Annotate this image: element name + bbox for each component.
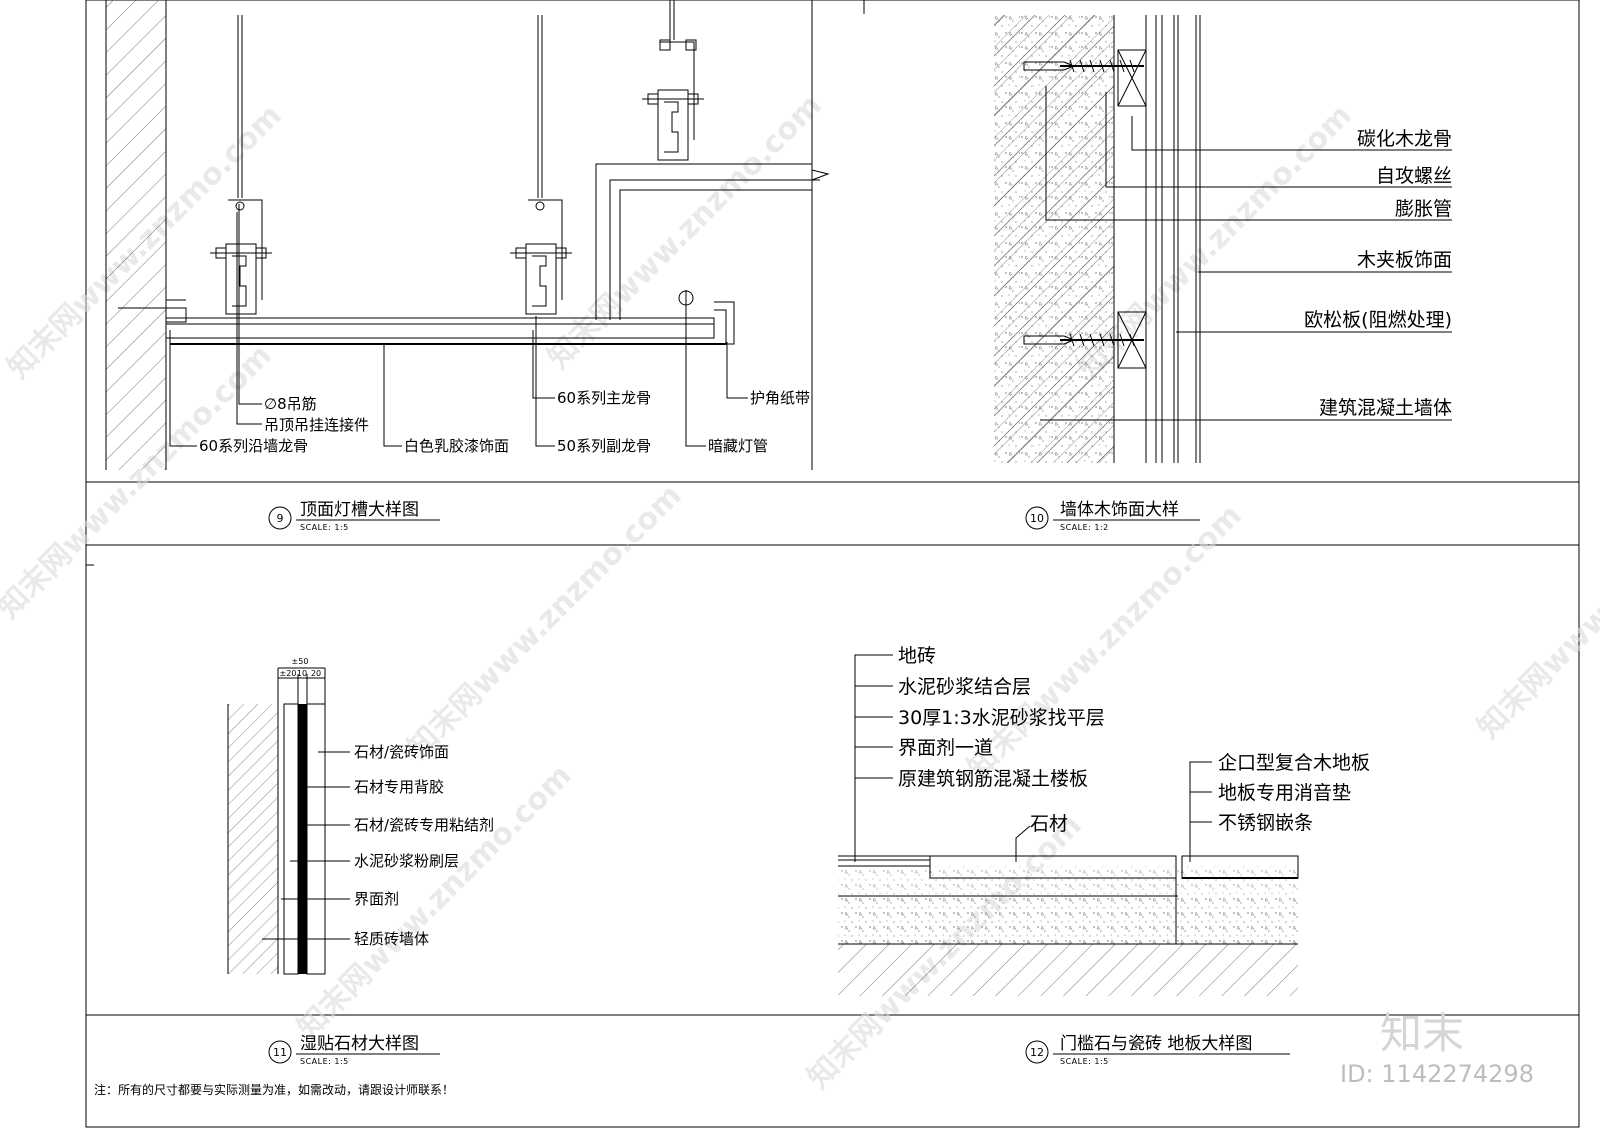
watermark-text: 知末网www.znzmo.com: [541, 88, 829, 376]
panel-10-leaders: [1040, 86, 1452, 421]
panel-9-leaders: [169, 204, 748, 447]
label-bond-layer: 水泥砂浆结合层: [898, 676, 1031, 698]
screw-top: [1023, 59, 1144, 73]
panel-number-circle: [1025, 1040, 1049, 1064]
panel-title: 门槛石与瓷砖 地板大样图: [1060, 1034, 1252, 1054]
panel-number-circle: [268, 506, 292, 530]
panel-scale: SCALE: 1:5: [300, 1057, 349, 1066]
panel-number: 12: [1030, 1046, 1044, 1059]
label-osb: 欧松板(阻燃处理): [1304, 309, 1452, 331]
panel-title: 湿贴石材大样图: [300, 1034, 419, 1054]
label-hanger: 吊顶吊挂连接件: [264, 416, 369, 434]
label-screed: 30厚1:3水泥砂浆找平层: [898, 707, 1105, 729]
panel-scale: SCALE: 1:5: [300, 523, 349, 532]
watermark-text: 知末网www.znzmo.com: [291, 758, 579, 1046]
brand-watermark: 知末: [1380, 1009, 1464, 1058]
label-back-glue: 石材专用背胶: [354, 778, 444, 796]
panel-number-circle: [1025, 506, 1049, 530]
panel-title: 墙体木饰面大样: [1060, 500, 1179, 520]
dim-c: 20: [311, 669, 321, 678]
panel-number: 9: [277, 512, 284, 525]
dim-b: 10: [297, 669, 307, 678]
panel-number: 11: [273, 1046, 287, 1059]
panel-12-drawing: [838, 855, 1299, 996]
label-stone: 石材: [1030, 813, 1068, 835]
panel-scale: SCALE: 1:5: [1060, 1057, 1109, 1066]
concrete-slab: [838, 944, 1298, 996]
label-wood-keel: 碳化木龙骨: [1357, 128, 1452, 150]
label-bond-agent: 石材/瓷砖专用粘结剂: [354, 816, 494, 834]
footer-note: 注：所有的尺寸都要与实际测量为准，如需改动，请跟设计师联系！: [94, 1082, 454, 1097]
label-wall-keel: 60系列沿墙龙骨: [199, 437, 308, 455]
label-wood-floor: 企口型复合木地板: [1218, 752, 1370, 774]
screw-bottom: [1023, 333, 1144, 347]
panel-10-drawing: [994, 15, 1201, 463]
label-floor-tile: 地砖: [898, 645, 936, 667]
label-slab: 原建筑钢筋混凝土楼板: [898, 768, 1088, 790]
panel-9-labels: ∅8吊筋 吊顶吊挂连接件 60系列沿墙龙骨 白色乳胶漆饰面 60系列主龙骨 50…: [199, 389, 810, 455]
watermark-text: 知末网www.znzmo.com: [961, 498, 1249, 786]
panel-12-leaders: [854, 654, 1212, 862]
panel-10-labels: 碳化木龙骨 自攻螺丝 膨胀管 木夹板饰面 欧松板(阻燃处理) 建筑混凝土墙体: [1304, 128, 1452, 419]
label-interface: 界面剂: [354, 890, 399, 908]
label-sub-keel: 50系列副龙骨: [557, 437, 651, 455]
dim-total: ±50: [292, 657, 309, 666]
watermark-text: 知末网www.znzmo.com: [1471, 458, 1600, 746]
label-concrete: 建筑混凝土墙体: [1319, 397, 1452, 419]
label-veneer: 木夹板饰面: [1357, 249, 1452, 271]
label-screw: 自攻螺丝: [1376, 165, 1452, 187]
label-tape: 护角纸带: [750, 389, 810, 407]
panel-scale: SCALE: 1:2: [1060, 523, 1109, 532]
hanger-mid: [510, 199, 572, 315]
wall-hatch: [106, 0, 166, 470]
id-watermark: ID: 1142274298: [1340, 1060, 1534, 1088]
panel-11-leaders: [262, 751, 350, 940]
panel-9-drawing: [105, 0, 830, 470]
label-stone-face: 石材/瓷砖饰面: [354, 743, 449, 761]
label-steel-strip: 不锈钢嵌条: [1218, 812, 1313, 834]
panel-11-drawing: ±50 ±20 10 20: [227, 657, 326, 975]
panel-number-circle: [268, 1040, 292, 1064]
watermark-text: 知末网www.znzmo.com: [401, 478, 689, 766]
panel-9-title: 9 顶面灯槽大样图 SCALE: 1:5: [268, 500, 440, 532]
brick-wall: [228, 704, 278, 974]
hanger-left: [210, 199, 272, 315]
panel-number: 10: [1030, 512, 1044, 525]
label-mortar: 水泥砂浆粉刷层: [354, 852, 459, 870]
label-brick-wall: 轻质砖墙体: [354, 930, 429, 948]
panel-12-labels: 地砖 水泥砂浆结合层 30厚1:3水泥砂浆找平层 界面剂一道 原建筑钢筋混凝土楼…: [898, 645, 1370, 835]
panel-11-labels: 石材/瓷砖饰面 石材专用背胶 石材/瓷砖专用粘结剂 水泥砂浆粉刷层 界面剂 轻质…: [354, 743, 494, 948]
label-light: 暗藏灯管: [708, 437, 768, 455]
sheet-frame: [85, 0, 1580, 1128]
label-interface: 界面剂一道: [898, 737, 993, 759]
dim-a: ±20: [280, 669, 297, 678]
label-rod: ∅8吊筋: [264, 395, 317, 413]
panel-title: 顶面灯槽大样图: [300, 500, 419, 520]
label-underlay: 地板专用消音垫: [1218, 782, 1351, 804]
panel-10-title: 10 墙体木饰面大样 SCALE: 1:2: [1025, 500, 1200, 532]
label-main-keel: 60系列主龙骨: [557, 389, 651, 407]
panel-11-title: 11 湿贴石材大样图 SCALE: 1:5: [268, 1034, 440, 1066]
panel-12-title: 12 门槛石与瓷砖 地板大样图 SCALE: 1:5: [1025, 1034, 1290, 1066]
adhesive-layer: [298, 704, 307, 974]
label-paint: 白色乳胶漆饰面: [404, 437, 509, 455]
hanger-right: [642, 39, 704, 161]
label-anchor: 膨胀管: [1395, 198, 1452, 220]
